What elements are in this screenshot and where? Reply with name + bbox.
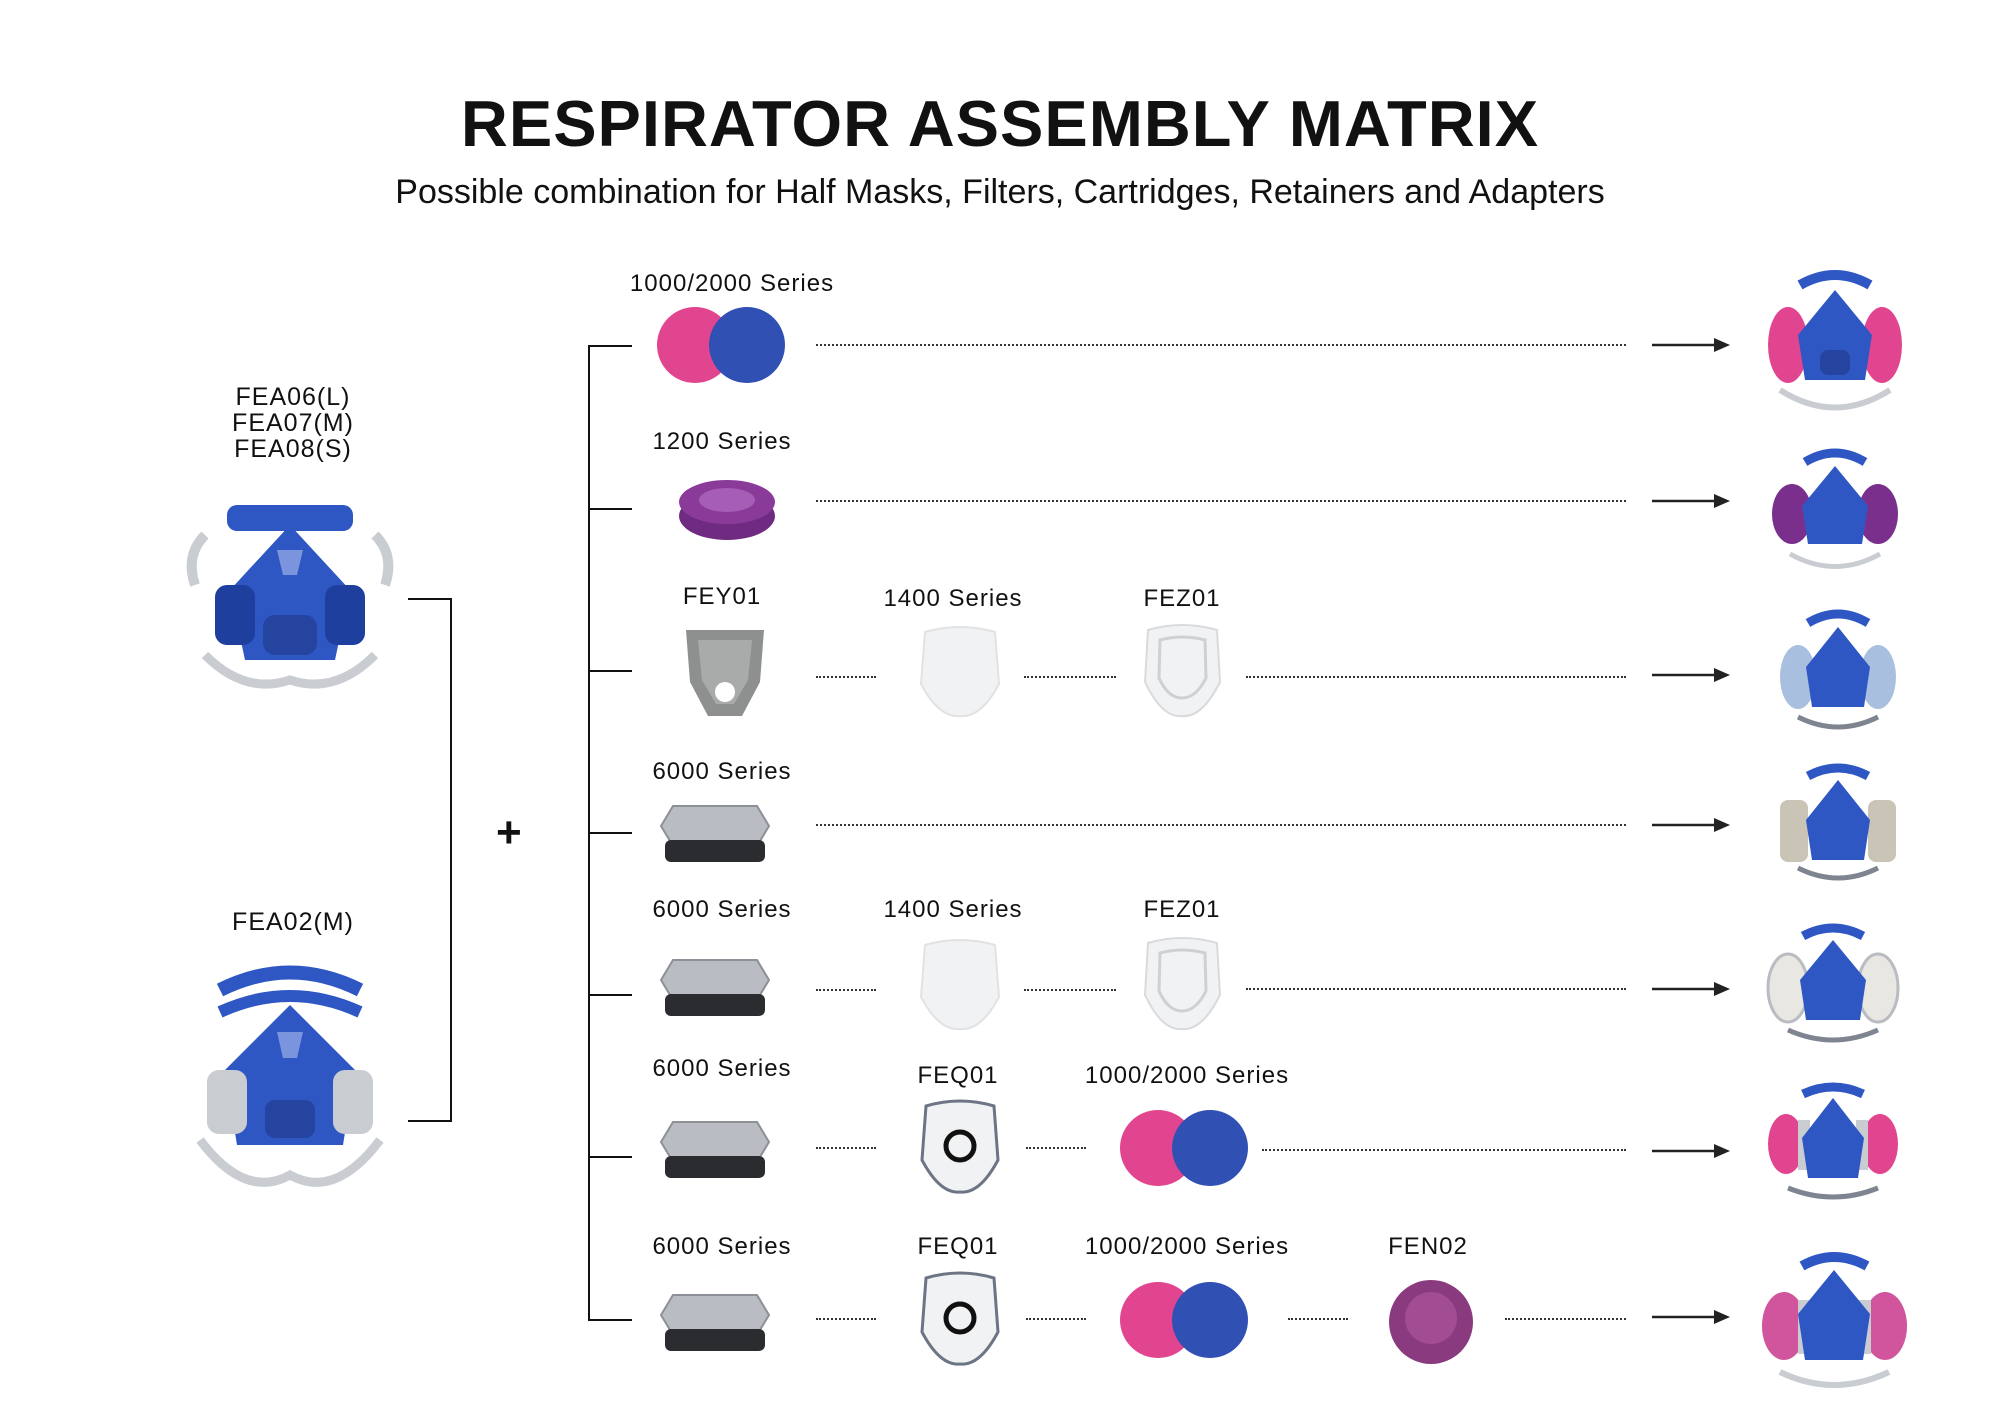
branch-row-4 bbox=[588, 832, 632, 834]
row-3-arrow-icon bbox=[1652, 668, 1730, 682]
page-subtitle: Possible combination for Half Masks, Fil… bbox=[395, 173, 1605, 211]
ring-retainer-icon bbox=[920, 1099, 1000, 1194]
assembled-respirator-icon bbox=[1762, 1252, 1907, 1388]
mask-a-size-m: FEA07(M) bbox=[232, 409, 354, 437]
row-7-item-2-label: FEQ01 bbox=[917, 1233, 999, 1260]
row-5-item-3-label: FEZ01 bbox=[1143, 896, 1221, 923]
pink-blue-filter-pair-icon bbox=[657, 307, 785, 383]
row-4-item-1-label: 6000 Series bbox=[652, 758, 792, 785]
page-title: RESPIRATOR ASSEMBLY MATRIX bbox=[460, 87, 1540, 160]
row-3-connector-2 bbox=[1024, 676, 1116, 678]
prefilter-pad-icon bbox=[919, 939, 1001, 1031]
branch-row-5 bbox=[588, 994, 632, 996]
branch-row-1 bbox=[588, 345, 632, 347]
assembled-respirator-icon bbox=[1780, 609, 1896, 730]
row-6-connector-1 bbox=[816, 1147, 876, 1149]
bracket-bottom bbox=[408, 1120, 452, 1122]
row-5-item-1-label: 6000 Series bbox=[652, 896, 792, 923]
branch-row-3 bbox=[588, 670, 632, 672]
row-6-item-2-label: FEQ01 bbox=[917, 1062, 999, 1089]
row-7-connector-3 bbox=[1288, 1318, 1348, 1320]
cartridge-icon bbox=[659, 959, 771, 1016]
bracket-top bbox=[408, 598, 452, 600]
row-6-item-3-label: 1000/2000 Series bbox=[1084, 1062, 1290, 1089]
purple-filter-icon bbox=[679, 480, 775, 540]
row-3-connector-1 bbox=[816, 676, 876, 678]
row-7-item-1-label: 6000 Series bbox=[652, 1233, 792, 1260]
pink-blue-filter-pair-icon bbox=[1120, 1282, 1248, 1358]
row-1-item-1-label: 1000/2000 Series bbox=[629, 270, 835, 297]
mask-b-label: FEA02(M) bbox=[232, 908, 354, 936]
assembled-respirator-icon bbox=[1768, 1082, 1898, 1200]
ring-retainer-icon bbox=[920, 1271, 1000, 1366]
row-6-item-1-label: 6000 Series bbox=[652, 1055, 792, 1082]
row-7-connector-1 bbox=[816, 1318, 876, 1320]
pink-blue-filter-pair-icon bbox=[1120, 1110, 1248, 1186]
mask-a-size-s: FEA08(S) bbox=[234, 435, 352, 463]
purple-disc-icon bbox=[1389, 1280, 1473, 1364]
assembled-respirator-icon bbox=[1772, 448, 1898, 569]
row-7-connector-4 bbox=[1505, 1318, 1626, 1320]
row-7-connector-2 bbox=[1026, 1318, 1086, 1320]
row-5-item-2-label: 1400 Series bbox=[883, 896, 1023, 923]
row-4-arrow-icon bbox=[1652, 818, 1730, 832]
assembled-respirator-icon bbox=[1766, 923, 1900, 1043]
adapter-icon bbox=[686, 630, 764, 716]
branch-row-7 bbox=[588, 1319, 632, 1321]
mask-a-label: FEA06(L) FEA07(M) FEA08(S) bbox=[183, 384, 403, 462]
row-3-connector-3 bbox=[1246, 676, 1626, 678]
row-4-connector bbox=[816, 824, 1626, 826]
row-3-item-3-label: FEZ01 bbox=[1143, 585, 1221, 612]
row-6-connector-3 bbox=[1262, 1149, 1626, 1151]
assembled-respirator-icon bbox=[1768, 270, 1902, 411]
row-5-connector-3 bbox=[1246, 988, 1626, 990]
row-6-connector-2 bbox=[1026, 1147, 1086, 1149]
half-mask-icon bbox=[186, 505, 394, 689]
assembled-respirator-icon bbox=[1780, 763, 1896, 881]
row-3-item-2-label: 1400 Series bbox=[883, 585, 1023, 612]
row-1-connector bbox=[816, 344, 1626, 346]
row-5-arrow-icon bbox=[1652, 982, 1730, 996]
cartridge-icon bbox=[659, 805, 771, 862]
plus-sign: + bbox=[496, 808, 522, 857]
row-2-arrow-icon bbox=[1652, 494, 1730, 508]
branch-row-6 bbox=[588, 1156, 632, 1158]
row-3-item-1-label: FEY01 bbox=[682, 583, 762, 610]
row-5-connector-1 bbox=[816, 989, 876, 991]
row-7-item-3-label: 1000/2000 Series bbox=[1084, 1233, 1290, 1260]
prefilter-pad-icon bbox=[919, 626, 1001, 718]
row-5-connector-2 bbox=[1024, 989, 1116, 991]
cartridge-icon bbox=[659, 1121, 771, 1178]
bracket-vertical bbox=[450, 598, 452, 1122]
row-2-connector bbox=[816, 500, 1626, 502]
row-7-item-4-label: FEN02 bbox=[1388, 1233, 1468, 1260]
half-mask-icon bbox=[196, 965, 384, 1187]
cartridge-icon bbox=[659, 1294, 771, 1351]
retainer-icon bbox=[1143, 937, 1222, 1031]
row-1-arrow-icon bbox=[1652, 338, 1730, 352]
mask-a-size-l: FEA06(L) bbox=[235, 383, 351, 411]
row-2-item-1-label: 1200 Series bbox=[652, 428, 792, 455]
retainer-icon bbox=[1143, 624, 1222, 718]
row-7-arrow-icon bbox=[1652, 1310, 1730, 1324]
row-6-arrow-icon bbox=[1652, 1144, 1730, 1158]
branch-row-2 bbox=[588, 508, 632, 510]
